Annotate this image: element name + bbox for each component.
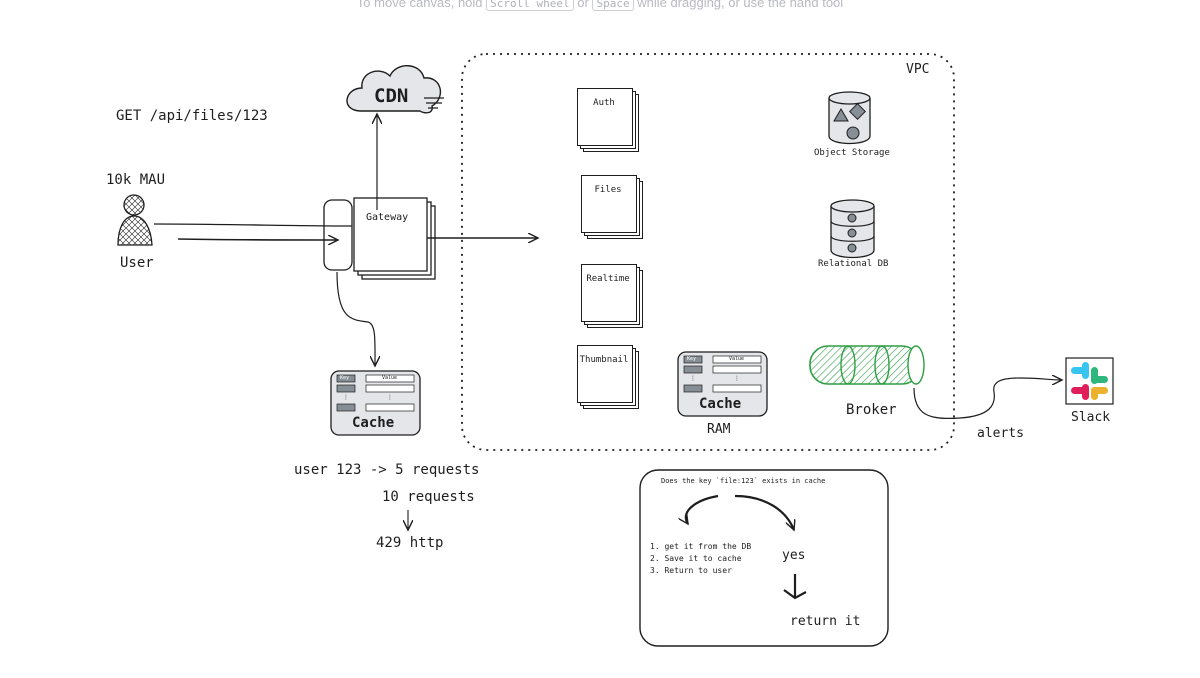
- rate-limit-line3: 429 http: [376, 535, 444, 551]
- decision-step-1: 1. get it from the DB: [650, 542, 752, 551]
- ram-cache-title: Cache: [699, 396, 742, 412]
- hint-text: To move canvas, hold: [356, 0, 483, 10]
- vpc-label: VPC: [906, 62, 930, 77]
- mau-label: 10k MAU: [106, 172, 166, 188]
- arrow-yes-return: [783, 574, 807, 600]
- svg-text:⋮: ⋮: [343, 394, 349, 401]
- request-endpoint: GET /api/files/123: [116, 108, 268, 124]
- broker-label: Broker: [846, 402, 897, 418]
- relational-db-label: Relational DB: [818, 259, 889, 269]
- arrow-user-to-gateway[interactable]: [177, 239, 338, 240]
- edge-cache[interactable]: ⋮ ⋮: [330, 370, 421, 436]
- rate-limiter[interactable]: [323, 199, 353, 271]
- svg-text:⋮: ⋮: [734, 375, 740, 382]
- arrow-broker-to-slack[interactable]: [913, 378, 1062, 420]
- edge-cache-title: Cache: [352, 415, 395, 431]
- user-icon[interactable]: [117, 194, 153, 246]
- canvas-hint: To move canvas, hold Scroll wheel or Spa…: [0, 0, 1200, 11]
- svg-text:⋮: ⋮: [690, 375, 696, 382]
- decision-return: return it: [790, 614, 861, 629]
- slack-logo-icon[interactable]: [1065, 357, 1114, 405]
- cdn-label: CDN: [374, 85, 409, 107]
- arrow-user-line: [153, 223, 353, 227]
- service-label: Realtime: [586, 274, 630, 284]
- object-storage-label: Object Storage: [814, 148, 890, 158]
- hint-text: or: [577, 0, 589, 10]
- object-storage-icon[interactable]: [828, 91, 871, 145]
- edge-cache-value: Value: [382, 375, 398, 381]
- ram-cache-value: Value: [729, 356, 745, 362]
- arrow-cache-miss: [686, 494, 719, 524]
- alerts-label: alerts: [977, 426, 1024, 441]
- svg-text:⋮: ⋮: [387, 394, 393, 401]
- ram-cache-key: Key: [687, 356, 697, 362]
- scroll-wheel-key: Scroll wheel: [486, 0, 574, 11]
- relational-db-icon[interactable]: [830, 199, 875, 259]
- broker-tube[interactable]: [809, 345, 925, 385]
- service-label: Files: [594, 185, 622, 195]
- arrow-limiter-to-cache[interactable]: [336, 271, 375, 366]
- space-key: Space: [592, 0, 634, 11]
- decision-step-3: 3. Return to user: [650, 566, 732, 575]
- rate-limit-line2: 10 requests: [382, 489, 475, 505]
- ram-label: RAM: [707, 422, 731, 437]
- edge-cache-key: Key: [340, 375, 350, 381]
- decision-question: Does the key `file:123` exists in cache: [661, 477, 826, 485]
- user-label: User: [120, 255, 154, 271]
- cdn-node[interactable]: [346, 65, 444, 114]
- hint-text: while dragging, or use the hand tool: [637, 0, 844, 10]
- service-label: Thumbnail: [579, 355, 629, 365]
- ram-cache[interactable]: ⋮ ⋮: [677, 351, 768, 417]
- arrow-cache-hit: [734, 494, 794, 530]
- decision-panel[interactable]: [639, 469, 889, 647]
- decision-step-2: 2. Save it to cache: [650, 554, 742, 563]
- gateway-node[interactable]: [353, 197, 436, 280]
- service-label: Auth: [593, 98, 615, 108]
- rate-limit-line1: user 123 -> 5 requests: [294, 462, 480, 478]
- slack-label: Slack: [1071, 410, 1111, 425]
- decision-yes: yes: [782, 548, 806, 563]
- gateway-label: Gateway: [366, 212, 409, 223]
